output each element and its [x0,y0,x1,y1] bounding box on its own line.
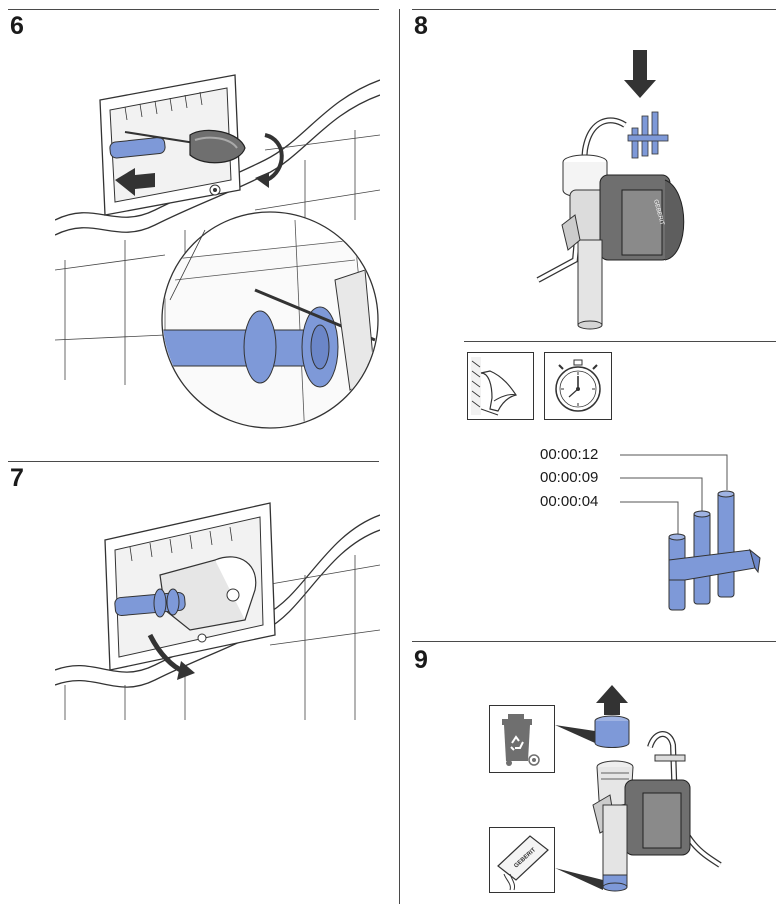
timer-label-4s: 00:00:04 [540,494,598,510]
step-number-7: 7 [10,466,24,491]
stopwatch-icon-box [544,352,612,420]
timer-label-9s: 00:00:09 [540,470,598,486]
column-divider [399,9,400,904]
timer-label-12s: 00:00:12 [540,447,598,463]
timer-nozzles [669,491,760,610]
divider-step-8-subsection [464,341,776,342]
timer-nozzles [628,112,668,158]
recycle-bin-icon-box [489,705,555,773]
urinal-icon-box [467,352,534,420]
divider-step-8 [412,9,776,10]
arrow-down-icon [624,50,656,98]
step-number-6: 6 [10,14,24,39]
urinal-icon [468,353,533,419]
leader-lines [620,455,727,535]
step-8-illustration: GEBERIT [530,40,700,335]
arrow-up-icon [596,685,628,715]
stopwatch-icon [545,353,611,419]
cleaning-cloth-icon: GEBERIT [490,828,554,892]
divider-step-9 [412,641,776,642]
divider-step-7 [8,461,379,462]
recycle-bin-icon [490,706,554,772]
step-6-illustration [55,40,380,445]
cleaning-cloth-icon-box: GEBERIT [489,827,555,893]
step-7-illustration [55,495,380,720]
divider-step-6 [8,9,379,10]
timer-nozzle-diagram [610,440,770,615]
step-number-8: 8 [414,14,428,39]
step-number-9: 9 [414,648,428,673]
step-9-illustration [555,685,755,900]
